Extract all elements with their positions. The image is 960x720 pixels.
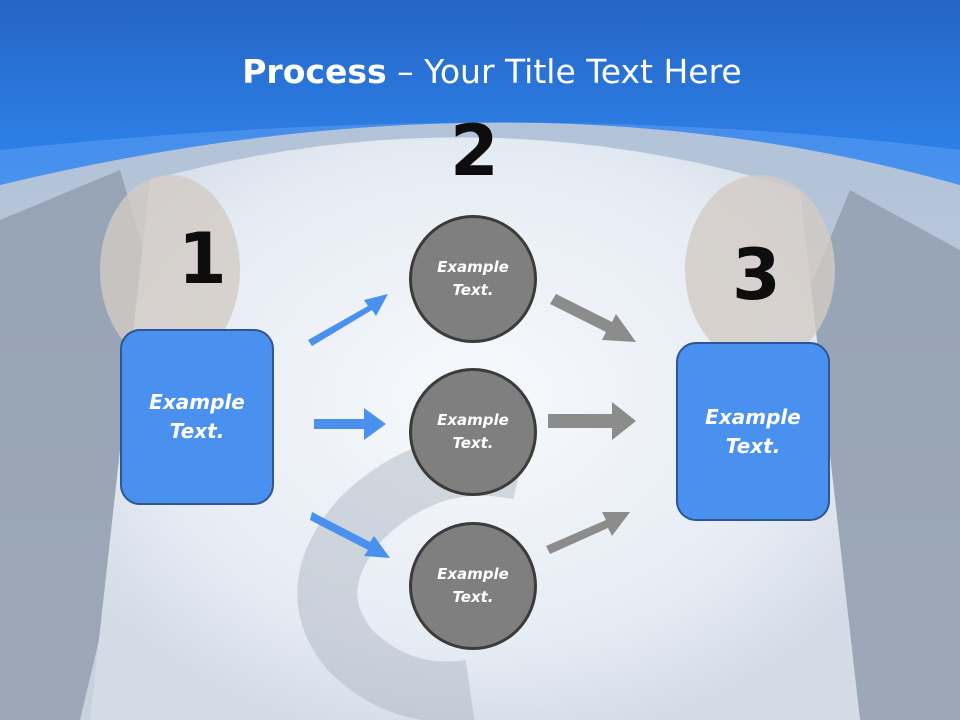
- blue-arrow-up: [308, 294, 388, 346]
- circle-middle: Example Text.: [409, 368, 537, 496]
- step-number-1: 1: [178, 218, 227, 300]
- left-box: Example Text.: [120, 329, 274, 505]
- gray-arrow-down: [550, 294, 636, 342]
- title-bold: Process: [242, 52, 387, 91]
- circle-middle-label: Example Text.: [437, 411, 509, 452]
- slide-title: Process – Your Title Text Here: [0, 52, 960, 91]
- step-number-2: 2: [450, 110, 499, 192]
- right-box: Example Text.: [676, 342, 830, 521]
- circle-top: Example Text.: [409, 215, 537, 343]
- title-rest: – Your Title Text Here: [386, 52, 742, 91]
- blue-arrow-down: [310, 512, 390, 558]
- right-box-label: Example Text.: [705, 404, 801, 458]
- blue-arrow-right: [314, 408, 386, 440]
- gray-arrow-up: [546, 512, 630, 554]
- left-box-label: Example Text.: [149, 390, 245, 443]
- gray-arrow-right: [548, 402, 636, 440]
- circle-top-label: Example Text.: [437, 258, 509, 299]
- step-number-3: 3: [732, 234, 781, 316]
- circle-bottom: Example Text.: [409, 522, 537, 650]
- circle-bottom-label: Example Text.: [437, 565, 509, 606]
